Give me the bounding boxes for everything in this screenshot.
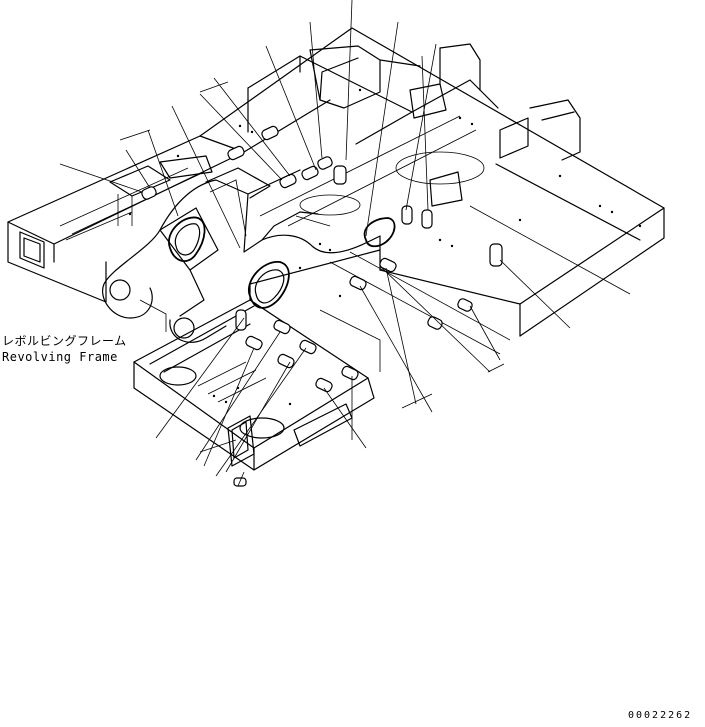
leader-lines (59, 0, 571, 487)
part-name-en: Revolving Frame (2, 350, 118, 364)
front-deck (133, 249, 521, 471)
boom-mount (102, 155, 381, 343)
upper-deck-plate (199, 27, 665, 337)
left-side-deck (7, 135, 245, 303)
part-name-jp: レボルビングフレーム (2, 334, 127, 348)
rivet-dots (128, 88, 642, 406)
drawing-number: 00022262 (628, 710, 693, 721)
seal-grommets (141, 125, 503, 487)
